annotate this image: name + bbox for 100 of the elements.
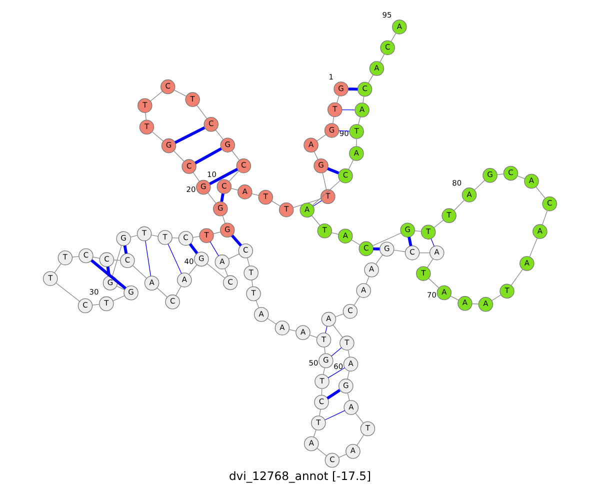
node-circle: A — [458, 296, 472, 311]
connector — [491, 294, 502, 301]
connector — [324, 410, 346, 420]
node-circle: C — [178, 230, 194, 246]
node-circle: G — [324, 123, 340, 138]
connector — [312, 215, 320, 226]
connector — [348, 160, 354, 170]
connector — [196, 104, 208, 119]
connector — [72, 256, 80, 258]
node-circle: A — [392, 20, 407, 34]
connector — [209, 168, 238, 186]
node-circle: G — [400, 222, 415, 238]
node-circle: T — [278, 202, 294, 218]
connector — [336, 95, 340, 104]
node-circle: A — [364, 262, 379, 278]
node-circle: C — [357, 82, 372, 97]
connector — [316, 134, 326, 142]
node-label: 60 — [334, 362, 344, 371]
node-circle: A — [356, 283, 371, 298]
node-circle: T — [244, 266, 258, 280]
node-circle: T — [185, 92, 200, 107]
node-circle: A — [478, 296, 494, 312]
node-circle: C — [404, 245, 420, 260]
node-circle: T — [340, 336, 354, 350]
connector — [366, 276, 370, 284]
node-circle: T — [42, 271, 58, 286]
connector — [220, 193, 224, 202]
connector — [390, 32, 396, 42]
node-label: 50 — [308, 358, 318, 368]
connector — [394, 250, 406, 252]
node-circle: A — [177, 272, 192, 288]
node-circle: G — [194, 252, 209, 266]
node-circle: A — [338, 228, 353, 244]
connector — [347, 370, 350, 380]
node-circle: G — [220, 138, 236, 152]
node-circle: A — [354, 102, 370, 118]
node-circle: C — [204, 116, 219, 132]
node-circle: T — [316, 332, 332, 348]
connector — [338, 130, 350, 132]
connector — [316, 448, 327, 456]
connector — [213, 232, 221, 234]
node-circle: A — [304, 138, 318, 152]
connector — [228, 254, 240, 260]
node-circle: C — [222, 275, 238, 290]
connector — [427, 258, 434, 268]
connector — [314, 151, 318, 160]
node-circle: A — [532, 224, 548, 239]
connector — [224, 268, 228, 276]
connector — [174, 150, 184, 162]
connector — [92, 304, 100, 306]
connector — [331, 232, 339, 235]
node-circle: A — [462, 188, 477, 202]
connector — [325, 326, 328, 334]
connector — [231, 234, 242, 246]
connector — [332, 324, 343, 338]
connector — [252, 280, 254, 288]
connector — [356, 434, 364, 446]
node-circle: C — [160, 79, 176, 94]
connector — [356, 138, 357, 147]
node-circle: A — [238, 184, 252, 200]
node-circle: A — [429, 245, 444, 260]
connector — [474, 180, 486, 190]
connector — [342, 109, 355, 110]
node-circle: T — [320, 189, 336, 204]
connector — [150, 91, 163, 102]
connector — [408, 236, 412, 246]
node-circle: C — [542, 196, 558, 212]
node-circle: C — [338, 168, 353, 184]
caption: dvi_12768_annot [-17.5] — [228, 468, 372, 483]
connector — [335, 313, 344, 318]
node-circle: A — [300, 202, 314, 218]
node-circle: G — [102, 276, 118, 290]
node-circle: G — [213, 201, 228, 216]
node-circle: G — [124, 285, 138, 300]
connector — [450, 296, 459, 301]
connector — [106, 266, 111, 276]
node-circle: C — [182, 159, 196, 174]
node-circle: T — [360, 421, 376, 436]
node-circle: C — [324, 452, 340, 468]
node-circle: C — [342, 304, 358, 319]
node-circle: A — [274, 320, 290, 336]
connector — [510, 269, 524, 286]
node-label: 30 — [89, 287, 99, 296]
connector — [324, 346, 326, 354]
connector — [194, 147, 222, 164]
connector — [168, 244, 182, 274]
node-circle: A — [296, 325, 310, 340]
node-circle: T — [158, 230, 172, 245]
node-circle: T — [246, 286, 261, 302]
connector — [247, 258, 250, 266]
connector — [288, 329, 296, 332]
connector — [188, 264, 198, 275]
node-circle: A — [436, 285, 452, 300]
node-circle: C — [380, 40, 395, 56]
connector — [312, 200, 322, 206]
connector — [145, 240, 152, 276]
node-circle: A — [144, 276, 160, 290]
connector — [326, 388, 341, 400]
node-circle: A — [349, 146, 364, 161]
connector — [322, 172, 327, 190]
